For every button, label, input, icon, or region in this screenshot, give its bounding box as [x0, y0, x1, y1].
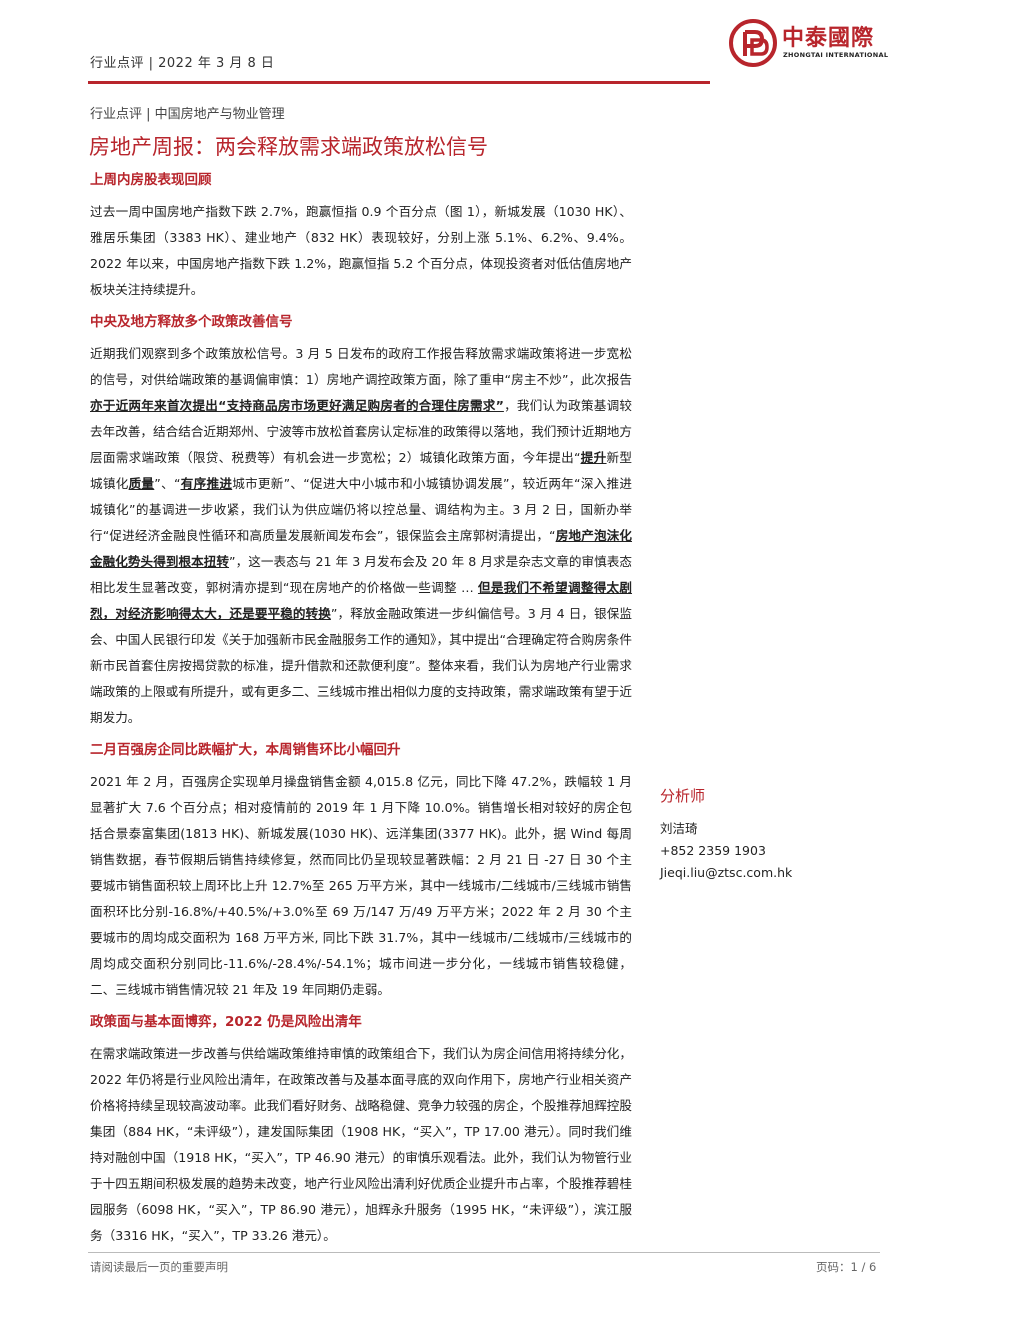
emphasis-text: 房地产泡沫化金融化势头得到根本扭转	[90, 528, 633, 569]
page-number: 页码：1 / 6	[816, 1260, 877, 1274]
paragraph-sales: 2021 年 2 月，百强房企实现单月操盘销售金额 4,015.8 亿元，同比下…	[90, 774, 632, 997]
text-run: ”，这一表态与 21 年 3 月发布会及 20 年 8 月求是杂志文章的审慎表态…	[90, 554, 632, 595]
footer-rule	[88, 1252, 880, 1253]
analyst-phone: +852 2359 1903	[660, 843, 766, 858]
brand-name: 中泰國際	[782, 26, 875, 51]
text-run: 新型城镇化	[90, 450, 633, 491]
text-run: 近期我们观察到多个政策放松信号。3 月 5 日发布的政府工作报告释放需求端政策将…	[90, 346, 632, 387]
header-rule	[88, 81, 710, 84]
header-date: 行业点评 | 2022 年 3 月 8 日	[90, 56, 275, 71]
section-heading-sales: 二月百强房企同比跌幅扩大，本周销售环比小幅回升	[90, 742, 401, 758]
footer-disclaimer: 请阅读最后一页的重要声明	[90, 1260, 228, 1274]
analyst-name: 刘洁琦	[660, 821, 698, 836]
page-title: 房地产周报：两会释放需求端政策放松信号	[89, 135, 488, 159]
text-run: 城市更新”、“促进大中小城市和小城镇协调发展”，较近两年“深入推进城镇化”的基调…	[90, 476, 632, 543]
analyst-label: 分析师	[660, 787, 706, 805]
brand-logo: 中泰國際 ZHONGTAI INTERNATIONAL	[728, 18, 898, 68]
text-run: ”、“	[154, 476, 181, 491]
paragraph-policy-signals: 近期我们观察到多个政策放松信号。3 月 5 日发布的政府工作报告释放需求端政策将…	[90, 341, 632, 731]
report-body: 上周内房股表现回顾 过去一周中国房地产指数下跌 2.7%，跑赢恒指 0.9 个百…	[90, 170, 632, 1258]
section-heading-outlook: 政策面与基本面博弈，2022 仍是风险出清年	[90, 1014, 362, 1030]
paragraph-market-review: 过去一周中国房地产指数下跌 2.7%，跑赢恒指 0.9 个百分点（图 1），新城…	[90, 204, 632, 297]
emphasis-text: 质量	[128, 476, 155, 491]
breadcrumb: 行业点评 | 中国房地产与物业管理	[90, 107, 285, 122]
emphasis-text: 但是我们不希望调整得太剧烈，对经济影响得太大，还是要平稳的转换	[90, 580, 633, 621]
emphasis-text: 有序推进	[180, 476, 233, 491]
analyst-panel: 分析师 刘洁琦 +852 2359 1903 Jieqi.liu@ztsc.co…	[660, 785, 860, 884]
emphasis-text: 提升	[580, 450, 607, 465]
analyst-email[interactable]: Jieqi.liu@ztsc.com.hk	[660, 865, 793, 880]
section-heading-policy-signals: 中央及地方释放多个政策改善信号	[90, 314, 293, 330]
text-run: ，我们认为政策基调较去年改善，结合结合近期郑州、宁波等市放松首套房认定标准的政策…	[90, 398, 632, 465]
section-heading-market-review: 上周内房股表现回顾	[90, 172, 212, 188]
paragraph-outlook: 在需求端政策进一步改善与供给端政策维持审慎的政策组合下，我们认为房企间信用将持续…	[90, 1046, 632, 1243]
brand-name-en: ZHONGTAI INTERNATIONAL	[783, 51, 889, 59]
brand-logo-icon	[729, 19, 777, 67]
text-run: ”，释放金融政策进一步纠偏信号。3 月 4 日，银保监会、中国人民银行印发《关于…	[90, 606, 633, 725]
emphasis-text: 亦于近两年来首次提出“支持商品房市场更好满足购房者的合理住房需求”	[90, 398, 504, 413]
